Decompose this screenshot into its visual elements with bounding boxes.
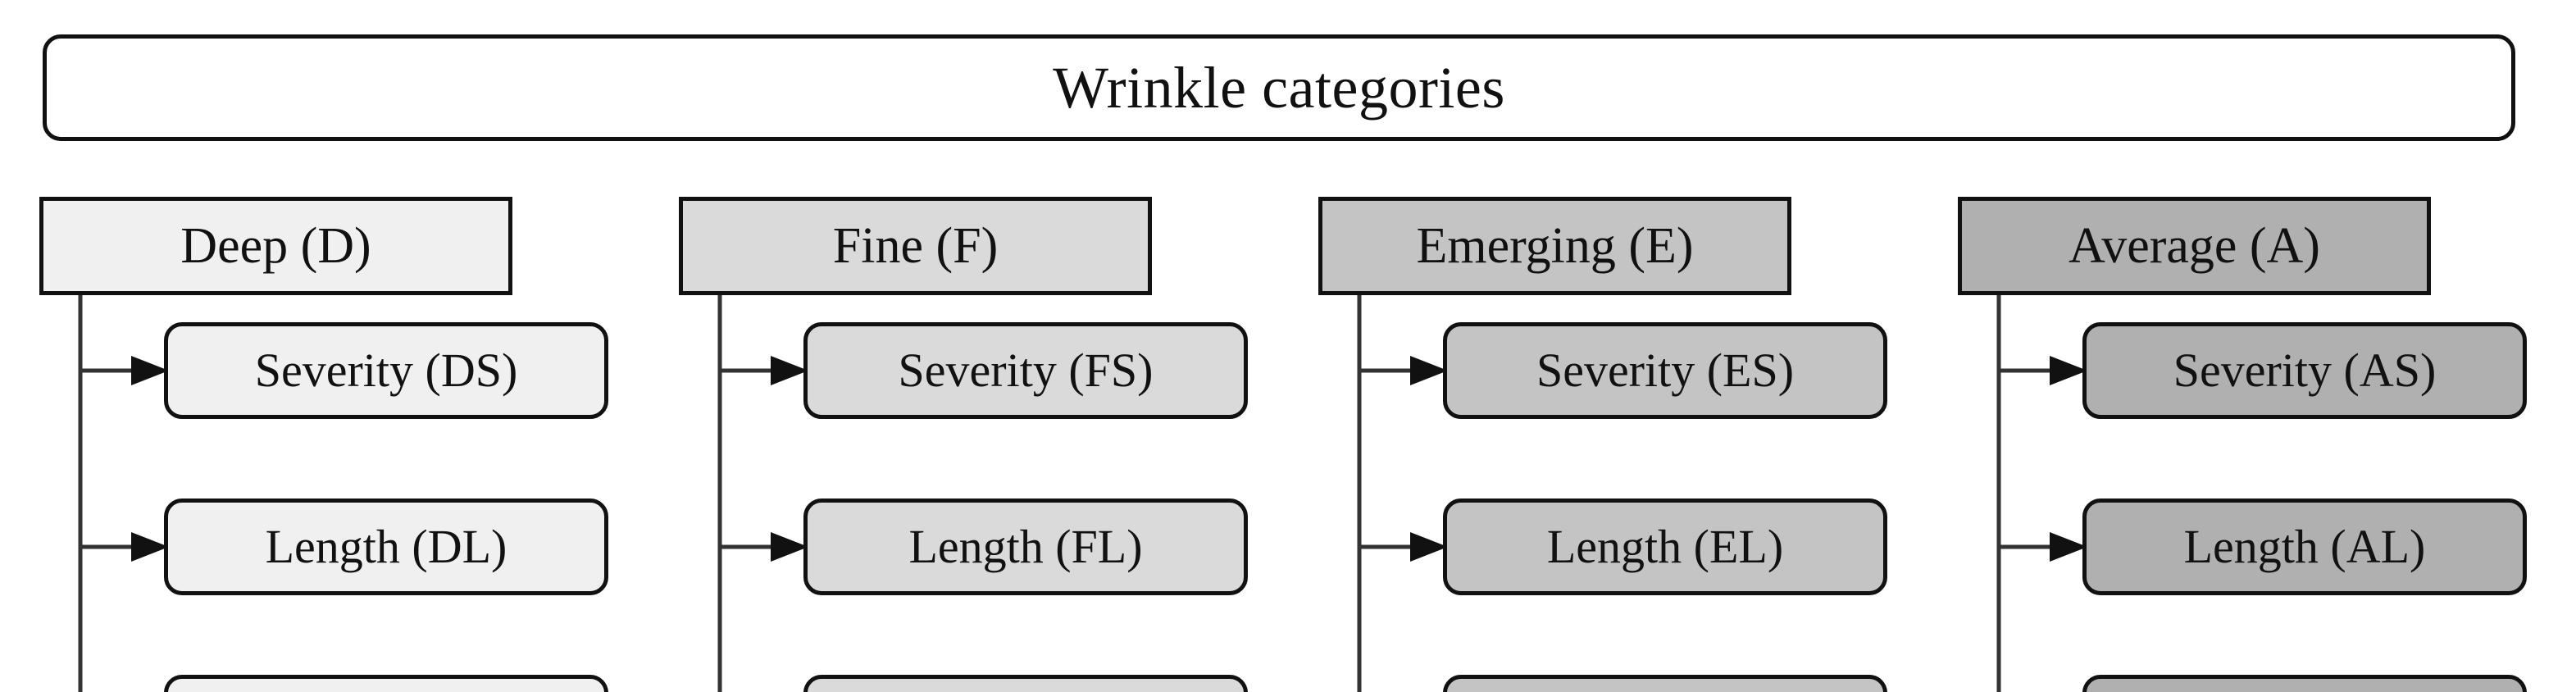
attribute-box[interactable]: Severity (DS) (164, 322, 608, 419)
attribute-box[interactable]: Width (EW) (1443, 675, 1887, 692)
attribute-label: Length (EL) (1546, 520, 1784, 573)
category-header-average[interactable]: Average (A) (1958, 197, 2431, 295)
category-header-label: Fine (F) (832, 218, 999, 274)
attribute-label: Severity (FS) (898, 344, 1154, 397)
attribute-box[interactable]: Width (DW) (164, 675, 608, 692)
attribute-box[interactable]: Severity (ES) (1443, 322, 1887, 419)
attribute-label: Length (AL) (2183, 520, 2426, 573)
attribute-label: Length (FL) (908, 520, 1143, 573)
attribute-box[interactable]: Length (FL) (803, 499, 1248, 595)
attribute-box[interactable]: Length (EL) (1443, 499, 1887, 595)
attribute-label: Length (DL) (265, 520, 507, 573)
attribute-box[interactable]: Length (DL) (164, 499, 608, 595)
category-header-label: Emerging (E) (1416, 218, 1694, 274)
attribute-label: Severity (AS) (2173, 344, 2437, 397)
category-header-emerging[interactable]: Emerging (E) (1318, 197, 1791, 295)
category-header-deep[interactable]: Deep (D) (39, 197, 512, 295)
attribute-box[interactable]: Severity (FS) (803, 322, 1248, 419)
attribute-label: Severity (ES) (1536, 344, 1795, 397)
attribute-box[interactable]: Width (FW) (803, 675, 1248, 692)
diagram-title-text: Wrinkle categories (1053, 55, 1505, 121)
attribute-box[interactable]: Severity (AS) (2082, 322, 2527, 419)
attribute-box[interactable]: Length (AL) (2082, 499, 2527, 595)
diagram-title-box: Wrinkle categories (43, 34, 2515, 141)
attribute-label: Severity (DS) (254, 344, 518, 397)
category-header-label: Deep (D) (180, 218, 371, 274)
category-header-label: Average (A) (2069, 218, 2320, 274)
category-header-fine[interactable]: Fine (F) (679, 197, 1152, 295)
attribute-box[interactable]: Width (AW) (2082, 675, 2527, 692)
